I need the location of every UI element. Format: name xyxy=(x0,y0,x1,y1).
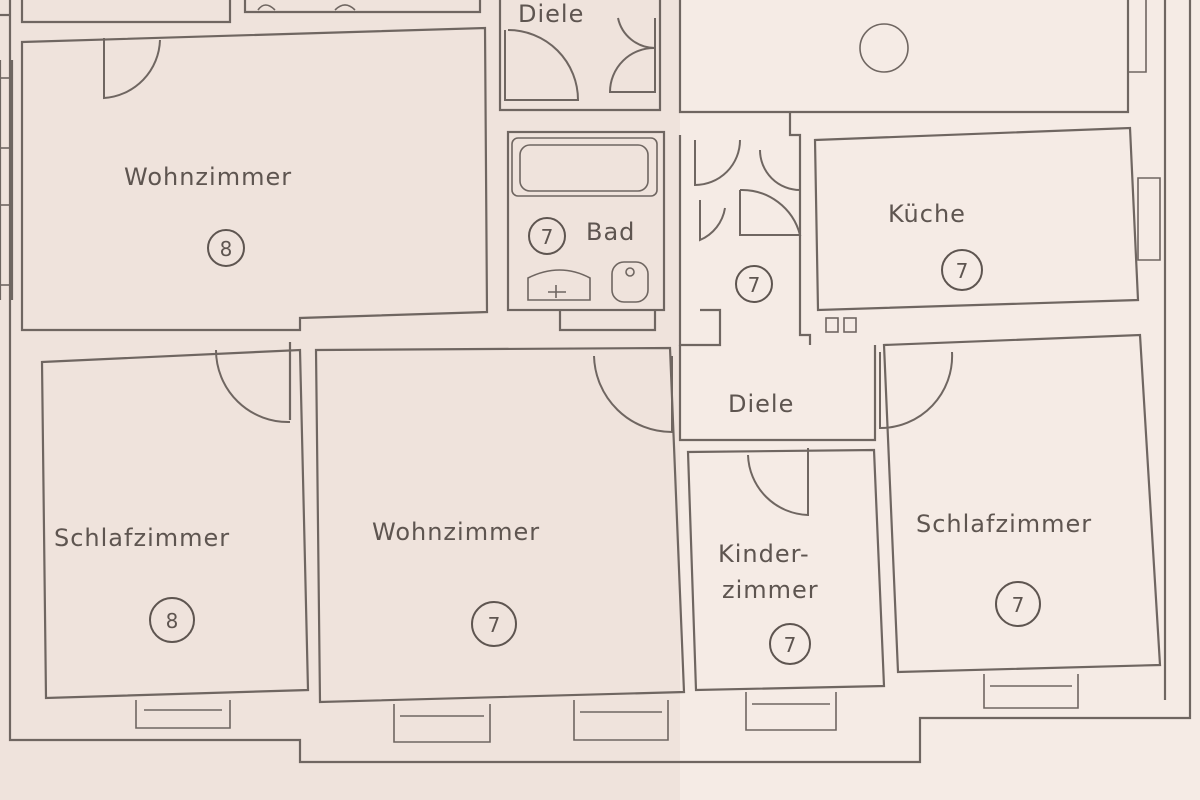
small-hall xyxy=(678,112,812,347)
bathtub xyxy=(511,137,658,197)
outer-walls xyxy=(0,0,1192,764)
room-kueche xyxy=(813,126,1161,333)
room-number-schlafzimmer-right: 7 xyxy=(1012,593,1025,617)
label-diele-mid: Diele xyxy=(728,390,794,418)
room-wohnzimmer-mid xyxy=(314,346,686,743)
room-schlafzimmer-left xyxy=(40,342,310,729)
room-number-kueche: 7 xyxy=(956,259,969,283)
room-wohnzimmer-left xyxy=(0,26,489,332)
label-diele-top: Diele xyxy=(518,0,584,28)
label-kueche: Küche xyxy=(888,200,966,228)
label-wohnzimmer-left: Wohnzimmer xyxy=(124,163,292,191)
label-kinderzimmer-line1: Kinder- xyxy=(718,540,810,568)
label-schlafzimmer-left: Schlafzimmer xyxy=(54,524,230,552)
room-number-wohnzimmer-left: 8 xyxy=(220,237,233,261)
room-number-schlafzimmer-left: 8 xyxy=(166,609,179,633)
room-number-circle xyxy=(207,229,245,267)
toilet xyxy=(611,261,649,303)
room-number-kinderzimmer: 7 xyxy=(784,633,797,657)
room-kinderzimmer xyxy=(686,448,886,731)
room-number-circle xyxy=(941,249,983,291)
room-number-circle xyxy=(769,623,811,665)
room-schlafzimmer-right xyxy=(882,333,1162,709)
room-number-circle xyxy=(149,597,195,643)
room-bad xyxy=(506,130,666,332)
room-number-circle xyxy=(735,265,773,303)
top-rooms xyxy=(20,0,1147,114)
diele-top-doors xyxy=(504,17,656,101)
label-kinderzimmer-line2: zimmer xyxy=(722,576,819,604)
room-number-wohnzimmer-mid: 7 xyxy=(488,613,501,637)
room-number-circle xyxy=(471,601,517,647)
room-number-circle xyxy=(995,581,1041,627)
room-number-flur: 7 xyxy=(748,273,761,297)
washbasin xyxy=(527,269,591,301)
label-schlafzimmer-right: Schlafzimmer xyxy=(916,510,1092,538)
top-room-fixture-circle xyxy=(859,23,909,73)
room-number-bad: 7 xyxy=(541,225,554,249)
label-bad: Bad xyxy=(586,218,635,246)
label-wohnzimmer-mid: Wohnzimmer xyxy=(372,518,540,546)
chimney-flue xyxy=(825,317,839,333)
room-diele-mid xyxy=(593,345,954,442)
room-number-circle xyxy=(528,217,566,255)
